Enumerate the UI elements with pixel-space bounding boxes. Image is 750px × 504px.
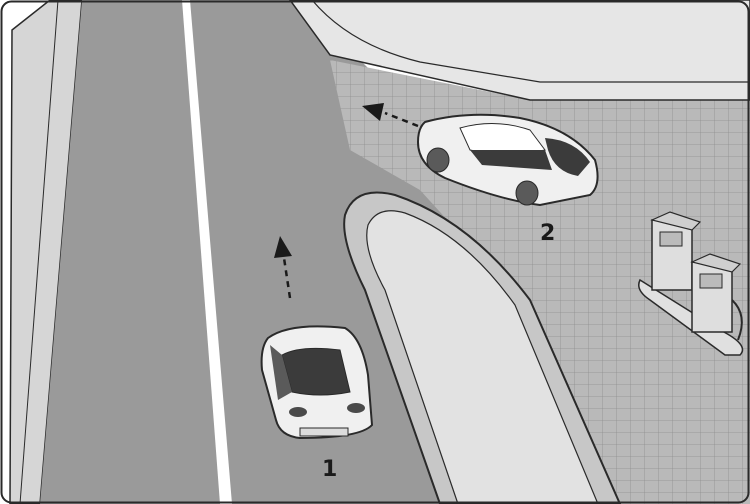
car-1-label: 1 — [322, 457, 337, 482]
car-1-icon — [262, 326, 372, 438]
car-2-label: 2 — [540, 221, 555, 246]
